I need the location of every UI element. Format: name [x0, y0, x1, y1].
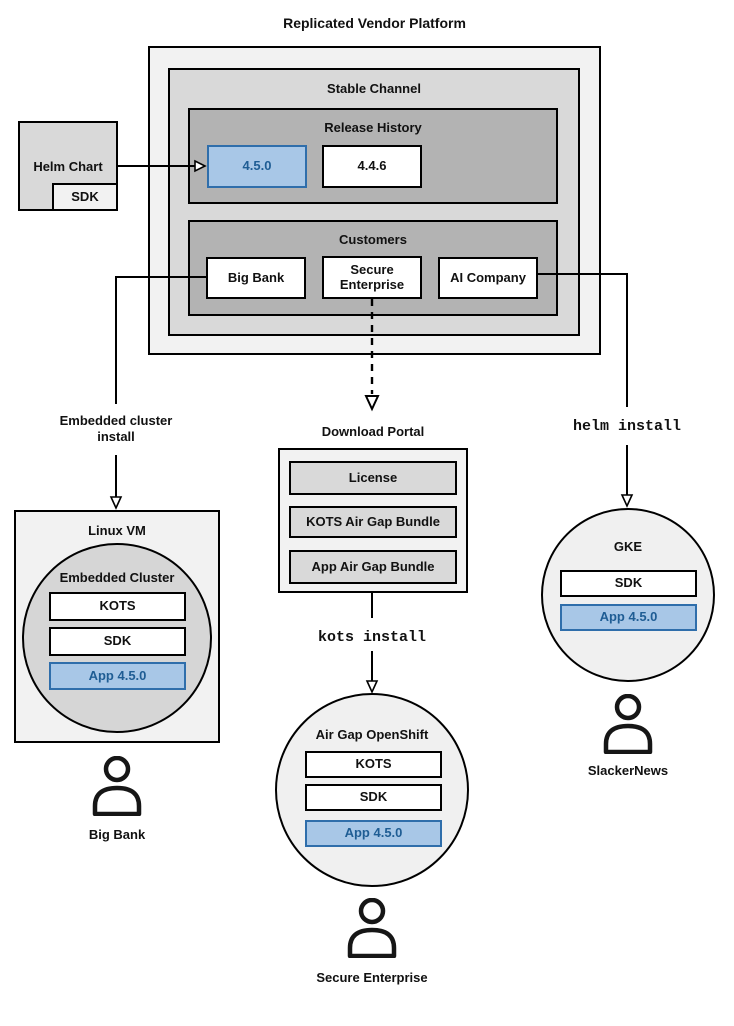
slackernews-user-label: SlackerNews: [587, 763, 669, 778]
person-icon: [603, 693, 653, 755]
customer-box-secure-enterprise: Secure Enterprise: [322, 256, 422, 299]
component-box-sdk: SDK: [305, 784, 442, 811]
component-box-kots: KOTS: [305, 751, 442, 778]
embedded-cluster-title: Embedded Cluster: [59, 570, 175, 585]
embedded-cluster-install-label: Embedded cluster install: [59, 413, 173, 445]
component-box-app: App 4.5.0: [305, 820, 442, 847]
helm-install-label: helm install: [572, 418, 682, 435]
release-history-title: Release History: [324, 120, 422, 135]
openshift-title: Air Gap OpenShift: [315, 727, 429, 742]
helm-chart-sdk-box: SDK: [52, 183, 118, 211]
component-box-sdk: SDK: [560, 570, 697, 597]
component-box-app: App 4.5.0: [560, 604, 697, 631]
gke-circle: GKE SDK App 4.5.0: [541, 508, 715, 682]
helm-chart-label: Helm Chart: [33, 159, 103, 174]
download-portal-box: License KOTS Air Gap Bundle App Air Gap …: [278, 448, 468, 593]
customer-box-big-bank: Big Bank: [206, 257, 306, 299]
portal-item-app-airgap-bundle: App Air Gap Bundle: [289, 550, 457, 584]
person-icon: [92, 755, 142, 817]
openshift-circle: Air Gap OpenShift KOTS SDK App 4.5.0: [275, 693, 469, 887]
portal-item-kots-airgap-bundle: KOTS Air Gap Bundle: [289, 506, 457, 538]
embedded-cluster-circle: Embedded Cluster KOTS SDK App 4.5.0: [22, 543, 212, 733]
person-icon: [347, 897, 397, 959]
stable-channel-title: Stable Channel: [327, 81, 421, 96]
release-box-450: 4.5.0: [207, 145, 307, 188]
component-box-kots: KOTS: [49, 592, 186, 621]
component-box-sdk: SDK: [49, 627, 186, 656]
platform-title: Replicated Vendor Platform: [283, 15, 466, 31]
release-box-446: 4.4.6: [322, 145, 422, 188]
customers-title: Customers: [339, 232, 407, 247]
big-bank-user-label: Big Bank: [88, 827, 146, 842]
linux-vm-title: Linux VM: [88, 523, 146, 538]
helm-chart-box: Helm Chart SDK: [18, 121, 118, 211]
portal-item-license: License: [289, 461, 457, 495]
customer-box-ai-company: AI Company: [438, 257, 538, 299]
gke-title: GKE: [613, 539, 643, 554]
secure-enterprise-user-label: Secure Enterprise: [316, 970, 428, 985]
big-bank-user-icon: [89, 755, 145, 817]
download-portal-title: Download Portal: [321, 424, 425, 439]
secure-enterprise-user-icon: [344, 897, 400, 959]
component-box-app: App 4.5.0: [49, 662, 186, 690]
kots-install-label: kots install: [317, 629, 427, 646]
slackernews-user-icon: [600, 693, 656, 755]
